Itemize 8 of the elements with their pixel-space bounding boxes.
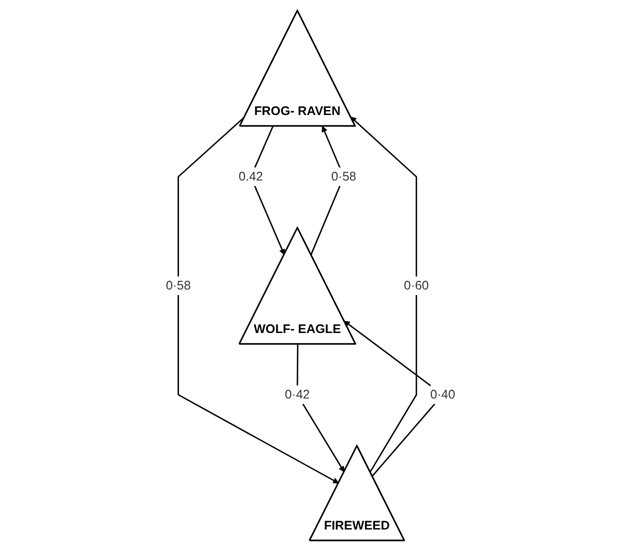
edge-label: 0·60 xyxy=(404,278,429,292)
arrow xyxy=(350,116,418,472)
edge-label: 0·58 xyxy=(166,278,191,292)
edge-label: 0.42 xyxy=(238,169,263,184)
edge-label: 0·42 xyxy=(284,387,310,402)
arrow xyxy=(178,116,339,484)
edge-label: 0·40 xyxy=(430,387,456,402)
edge-label: 0·58 xyxy=(331,169,356,184)
